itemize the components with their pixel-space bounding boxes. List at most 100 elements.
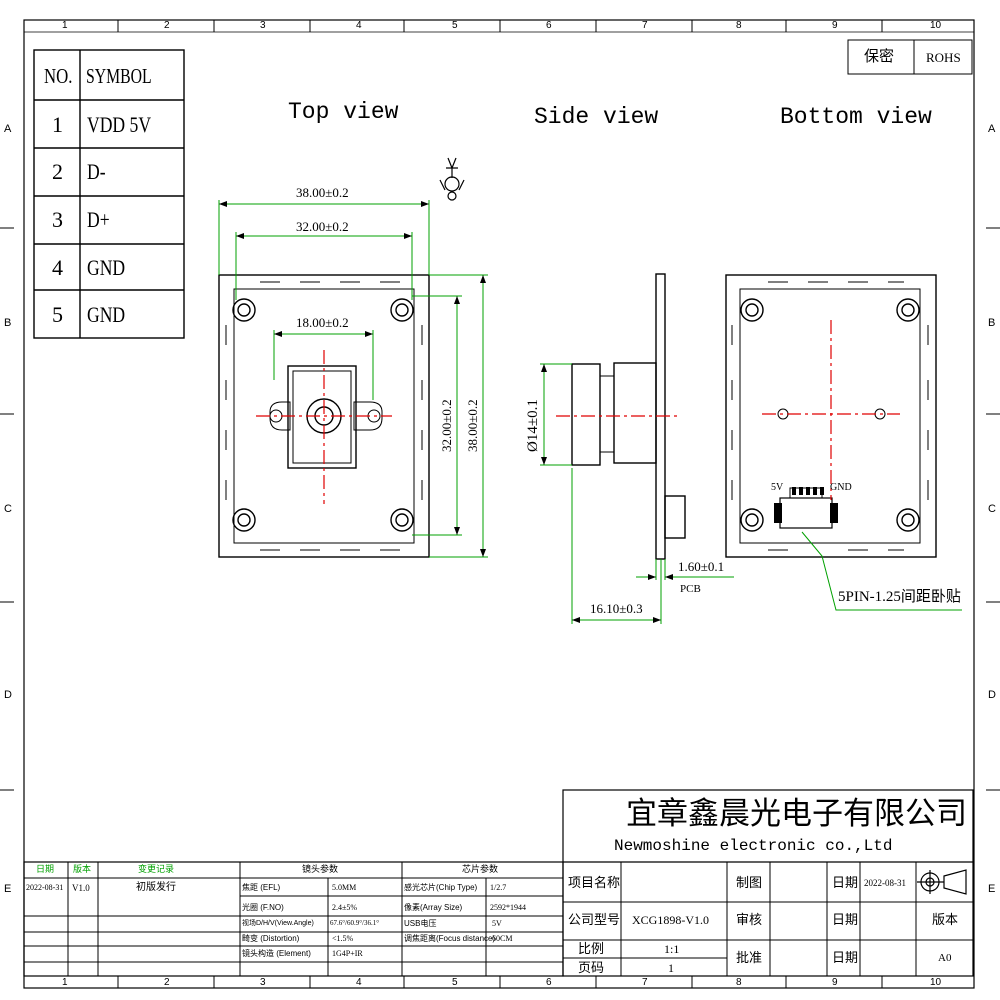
pin-header-no: NO. [44,64,73,88]
chip-param-label: 感光芯片(Chip Type) [404,883,478,892]
page-value: 1 [668,961,674,975]
connector-callout: 5PIN-1.25间距卧贴 [838,589,961,605]
rev-change: 初版发行 [136,882,176,893]
chip-param-value: 2592*1944 [490,903,526,912]
col-number: 6 [546,20,552,31]
lens-param-label: 光圈 (F.NO) [242,903,284,912]
lens-param-label: 镜头构造 (Element) [242,949,311,958]
lens-params-title: 镜头参数 [302,864,339,874]
lens-param-label: 焦距 (EFL) [242,883,281,892]
rev-date: 2022-08-31 [26,883,64,892]
col-number: 9 [832,20,838,31]
pin-no: 3 [52,207,63,232]
row-letter: D [988,689,996,701]
model-label: 公司型号 [568,912,621,927]
lens-param-value: 1G4P+IR [332,949,363,958]
scale-label: 比例 [578,941,605,956]
dim-depth: 16.10±0.3 [590,601,643,616]
side-view-title: Side view [534,104,659,130]
row-letter: E [4,883,12,895]
param-table-grid [23,861,564,977]
project-name-label: 项目名称 [568,875,621,890]
col-number: 6 [546,977,552,988]
chip-param-label: 调焦距离(Focus distance) [404,934,496,943]
company-name-en: Newmoshine electronic co.,Ltd [614,837,893,855]
col-number: 9 [832,977,838,988]
bottom-view-drawing [725,274,937,558]
dim-outer-width: 38.00±0.2 [296,185,349,200]
connector-gnd-label: GND [830,482,852,493]
pin-no: 2 [52,159,63,184]
pin-symbol: D+ [87,207,110,232]
rev-header-version: 版本 [73,864,92,874]
model-value: XCG1898-V1.0 [632,913,709,927]
col-number: 7 [642,977,648,988]
pin-symbol: D- [87,159,106,184]
col-number: 2 [164,977,170,988]
check-label: 审核 [736,912,763,927]
col-number: 4 [356,977,362,988]
projection-symbol-icon [917,869,967,895]
lens-param-value: 5.0MM [332,883,357,892]
chip-param-value: 5V [492,919,502,928]
col-number: 1 [62,977,68,988]
bottom-view-title: Bottom view [780,104,932,130]
row-letter: C [988,503,996,515]
row-letter: A [4,123,12,135]
pin-no: 5 [52,302,63,327]
col-number: 4 [356,20,362,31]
company-name-cn: 宜章鑫晨光电子有限公司 [626,796,967,831]
rev-header-date: 日期 [36,864,55,874]
pin-no: 4 [52,255,63,280]
dim-lens-diameter: Ø14±0.1 [525,399,541,452]
chip-param-label: USB电压 [404,919,437,928]
row-letter: B [4,317,12,329]
rohs-label: ROHS [926,50,961,65]
secret-label: 保密 [864,48,895,65]
col-number: 1 [62,20,68,31]
lens-param-value: 67.6°/60.9°/36.1° [330,919,380,927]
date-label: 日期 [832,875,859,890]
row-letter: C [4,503,12,515]
rev-version: V1.0 [72,883,90,893]
pin-header-symbol: SYMBOL [86,64,152,88]
pcb-label: PCB [680,583,701,595]
row-letter: B [988,317,996,329]
row-letter: E [988,883,996,895]
dim-v-hole-spacing: 32.00±0.2 [439,399,454,452]
lens-param-label: 视场D/H/V(View.Angle) [242,920,314,927]
chip-params-title: 芯片参数 [462,864,499,874]
dim-v-outer: 38.00±0.2 [465,399,480,452]
pin-no: 1 [52,112,63,137]
page-label: 页码 [578,960,605,975]
pin-symbol: GND [87,255,126,280]
usb-symbol [439,157,465,201]
dim-pcb-thickness: 1.60±0.1 [678,559,725,574]
pin-symbol: VDD 5V [87,112,152,137]
scale-value: 1:1 [664,942,680,956]
lens-param-label: 畸变 (Distortion) [242,934,300,943]
lens-param-value: 2.4±5% [332,903,358,912]
col-number: 5 [452,977,458,988]
top-view-title: Top view [288,99,399,125]
pin-table-grid [33,49,185,339]
col-number: 10 [930,977,942,988]
col-number: 3 [260,20,266,31]
date-value: 2022-08-31 [864,878,906,888]
col-number: 7 [642,20,648,31]
col-number: 8 [736,20,742,31]
rev-header-changes: 变更记录 [138,864,175,874]
date-label: 日期 [832,950,859,965]
lens-param-value: <1.5% [332,934,354,943]
chip-param-value: 1/2.7 [490,883,507,892]
approve-label: 批准 [736,950,763,965]
row-letter: D [4,689,12,701]
dim-lens-holder: 18.00±0.2 [296,315,349,330]
pin-symbol: GND [87,302,126,327]
chip-param-label: 像素(Array Size) [404,903,463,912]
col-number: 8 [736,977,742,988]
title-block-grid [562,789,974,977]
col-number: 10 [930,20,942,31]
row-letter: A [988,123,996,135]
